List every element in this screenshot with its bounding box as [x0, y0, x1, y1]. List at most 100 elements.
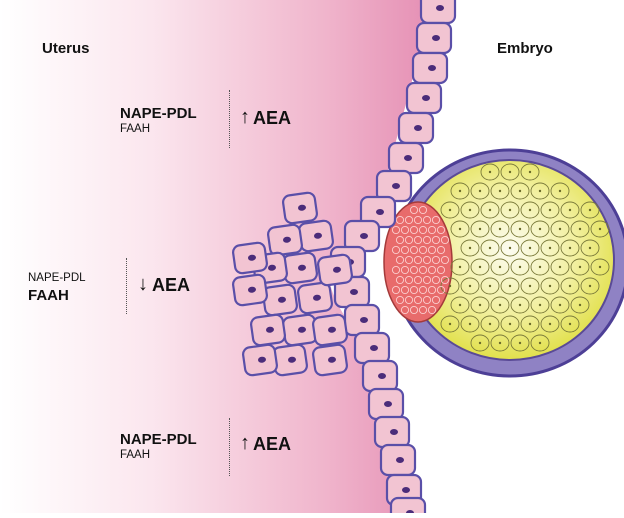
embryo-cell-nucleus — [539, 304, 541, 306]
nucleus — [436, 5, 444, 11]
embryo-cell-nucleus — [579, 228, 581, 230]
nucleus — [390, 429, 398, 435]
embryo-cell-nucleus — [599, 266, 601, 268]
epithelial-cell — [297, 282, 333, 314]
epithelial-cell — [312, 344, 348, 376]
embryo-cell-nucleus — [539, 266, 541, 268]
embryo-cell-nucleus — [559, 190, 561, 192]
epithelial-cell — [407, 83, 441, 113]
embryo-cell-nucleus — [559, 266, 561, 268]
embryo-cell-nucleus — [459, 304, 461, 306]
epithelial-cell — [250, 314, 286, 346]
arrow-down-icon: ↓ — [138, 273, 148, 296]
nucleus — [360, 317, 368, 323]
aea-label: AEA — [253, 434, 291, 455]
embryo-cell-nucleus — [599, 228, 601, 230]
nucleus — [360, 233, 368, 239]
epithelial-cell — [355, 333, 389, 363]
embryo-cell-nucleus — [539, 342, 541, 344]
nucleus — [370, 345, 378, 351]
divider — [126, 258, 127, 314]
embryo-cell-nucleus — [479, 228, 481, 230]
embryo-cell-nucleus — [489, 323, 491, 325]
embryo-cell-nucleus — [449, 323, 451, 325]
embryo-cell-nucleus — [569, 323, 571, 325]
nucleus — [404, 155, 412, 161]
embryo-cell-nucleus — [589, 247, 591, 249]
epithelial-cell — [267, 224, 303, 256]
nucleus — [422, 95, 430, 101]
embryo-cell-nucleus — [479, 266, 481, 268]
embryo-cell-nucleus — [499, 228, 501, 230]
embryo-cell-nucleus — [569, 247, 571, 249]
embryo-cell-nucleus — [549, 247, 551, 249]
embryo-cell-nucleus — [519, 266, 521, 268]
embryo-cell-nucleus — [479, 190, 481, 192]
embryo-cell-nucleus — [489, 247, 491, 249]
epithelial-cell — [399, 113, 433, 143]
epithelial-cell — [391, 498, 425, 513]
epithelial-cell — [262, 284, 298, 316]
embryo-cell-nucleus — [479, 304, 481, 306]
embryo-cell-nucleus — [549, 323, 551, 325]
divider — [229, 90, 230, 148]
embryo-cell-nucleus — [529, 171, 531, 173]
embryo-cell-nucleus — [469, 209, 471, 211]
embryo-cell-nucleus — [509, 323, 511, 325]
epithelial-cell — [417, 23, 451, 53]
embryo-cell-nucleus — [509, 285, 511, 287]
embryo-cell-nucleus — [539, 228, 541, 230]
nucleus — [414, 125, 422, 131]
epithelial-cell — [381, 445, 415, 475]
faah-label: FAAH — [28, 287, 69, 304]
epithelial-cell — [389, 143, 423, 173]
epithelial-cell — [282, 252, 318, 284]
embryo-label: Embryo — [497, 40, 553, 57]
embryo-cell-nucleus — [449, 209, 451, 211]
embryo-cell-nucleus — [459, 228, 461, 230]
nucleus — [428, 65, 436, 71]
embryo-cell-nucleus — [449, 285, 451, 287]
embryo-cell-nucleus — [519, 228, 521, 230]
embryo-cell-nucleus — [469, 247, 471, 249]
nape-pdl-label: NAPE-PDL — [120, 105, 197, 122]
embryo-cell-nucleus — [479, 342, 481, 344]
divider — [229, 418, 230, 476]
embryo-cell-nucleus — [499, 304, 501, 306]
uterus-label: Uterus — [42, 40, 90, 57]
epithelial-cell — [369, 389, 403, 419]
embryo-cell-nucleus — [489, 171, 491, 173]
nucleus — [378, 373, 386, 379]
epithelial-cell — [282, 314, 318, 346]
embryo-cell-nucleus — [529, 285, 531, 287]
nucleus — [350, 289, 358, 295]
embryo-cell-nucleus — [529, 209, 531, 211]
embryo-cell-nucleus — [539, 190, 541, 192]
embryo-cell-nucleus — [589, 209, 591, 211]
embryo-cell-nucleus — [469, 323, 471, 325]
embryo-cell-nucleus — [519, 190, 521, 192]
epithelial-cell — [312, 314, 348, 346]
nucleus — [384, 401, 392, 407]
embryo-cell-nucleus — [569, 209, 571, 211]
nape-pdl-label: NAPE-PDL — [120, 431, 197, 448]
embryo-cell-nucleus — [469, 285, 471, 287]
embryo-cell-nucleus — [589, 285, 591, 287]
embryo-cell-nucleus — [579, 266, 581, 268]
embryo-cell-nucleus — [499, 190, 501, 192]
embryo-cell-nucleus — [549, 209, 551, 211]
epithelial-cell — [413, 53, 447, 83]
embryo-cell-nucleus — [519, 342, 521, 344]
nucleus — [392, 183, 400, 189]
nucleus — [396, 457, 404, 463]
embryo-cell-nucleus — [559, 228, 561, 230]
embryo-cell-nucleus — [569, 285, 571, 287]
embryo-cell-nucleus — [519, 304, 521, 306]
epithelial-cell — [232, 274, 268, 306]
aea-label: AEA — [253, 108, 291, 129]
embryo-cell-nucleus — [489, 209, 491, 211]
nucleus — [376, 209, 384, 215]
faah-label: FAAH — [120, 449, 150, 462]
